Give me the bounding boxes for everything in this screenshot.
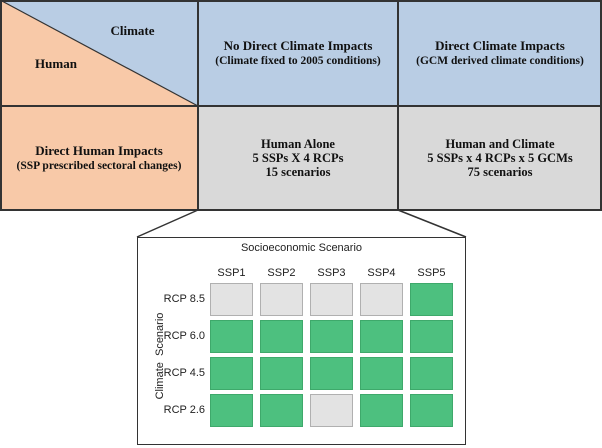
matrix-border-top xyxy=(0,0,602,2)
matrix-border-middle xyxy=(0,105,602,107)
row-header-direct-human-title: Direct Human Impacts xyxy=(35,143,163,158)
row-header-direct-human: Direct Human Impacts (SSP prescribed sec… xyxy=(0,106,198,210)
cell-human-alone-title: Human Alone xyxy=(261,137,335,151)
cell-human-and-climate-count: 5 SSPs x 4 RCPs x 5 GCMs xyxy=(427,151,573,165)
cell-human-and-climate-title: Human and Climate xyxy=(445,137,555,151)
header-no-direct-climate-subtitle: (Climate fixed to 2005 conditions) xyxy=(215,55,381,67)
header-no-direct-climate: No Direct Climate Impacts (Climate fixed… xyxy=(198,0,398,106)
scenario-grid-panel: Socioeconomic Scenario Climate Scenario xyxy=(137,237,466,445)
header-no-direct-climate-title: No Direct Climate Impacts xyxy=(223,38,373,53)
matrix-border-divider-2 xyxy=(397,0,399,211)
cell-human-alone-scenarios: 15 scenarios xyxy=(265,165,331,179)
header-direct-climate-subtitle: (GCM derived climate conditions) xyxy=(416,55,584,67)
scenario-grid-title: Socioeconomic Scenario xyxy=(240,242,363,254)
scenario-grid-y-title: Climate Scenario xyxy=(154,312,166,400)
cell-human-alone: Human Alone 5 SSPs X 4 RCPs 15 scenarios xyxy=(198,106,398,210)
matrix-border-bottom xyxy=(0,209,602,211)
human-axis-label: Human xyxy=(35,56,77,71)
header-direct-climate: Direct Climate Impacts (GCM derived clim… xyxy=(398,0,602,106)
cell-human-alone-count: 5 SSPs X 4 RCPs xyxy=(252,151,344,165)
header-direct-climate-title: Direct Climate Impacts xyxy=(435,38,565,53)
climate-axis-label: Climate xyxy=(110,23,155,38)
cell-human-and-climate: Human and Climate 5 SSPs x 4 RCPs x 5 GC… xyxy=(398,106,602,210)
row-header-direct-human-subtitle: (SSP prescribed sectoral changes) xyxy=(16,160,182,172)
cell-human-and-climate-scenarios: 75 scenarios xyxy=(467,165,533,179)
matrix-border-left xyxy=(0,0,2,211)
matrix-border-divider-1 xyxy=(197,0,199,211)
matrix-border-right xyxy=(600,0,602,211)
corner-diagonal-cell xyxy=(0,0,198,106)
